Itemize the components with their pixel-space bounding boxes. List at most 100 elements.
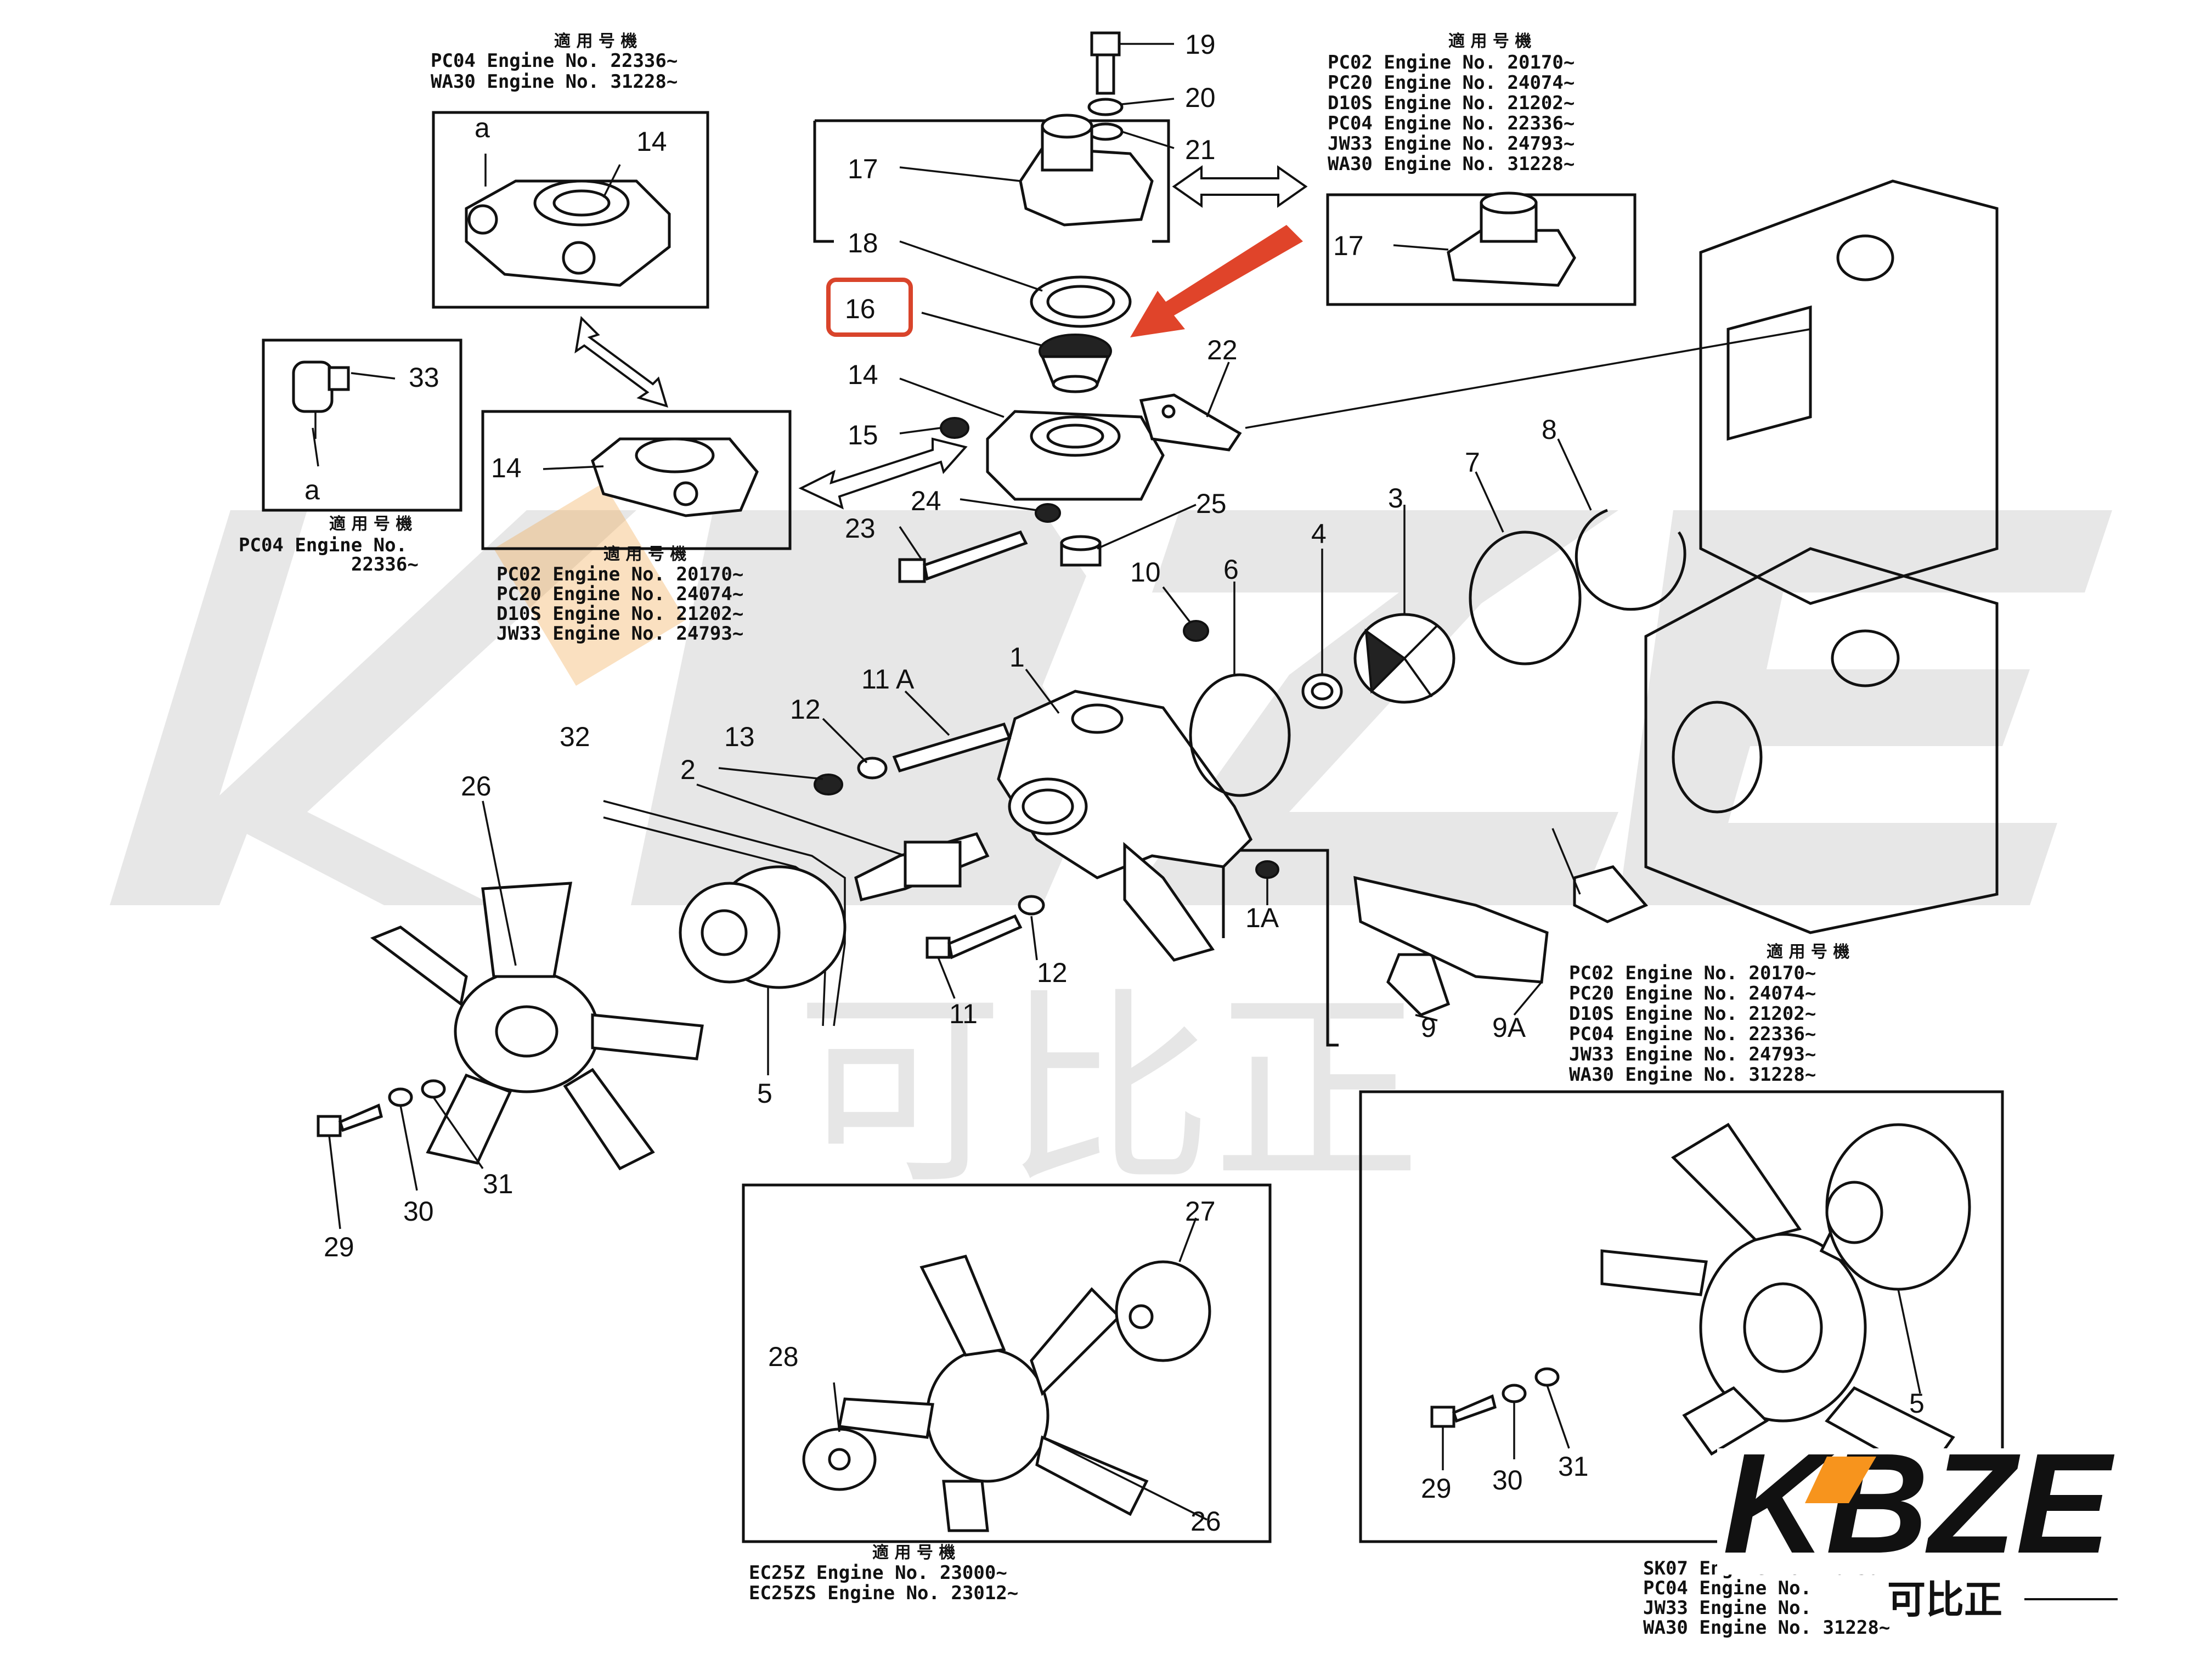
applicability-leftsmall: 適 用 号 機 PC04 Engine No. 22336~ [239,515,419,575]
part-21-washer [1087,122,1124,141]
callout-14: 14 [848,359,878,390]
callout-25: 25 [1196,488,1227,519]
callout-16: 16 [845,294,876,324]
svg-text:PC04 Engine No.: PC04 Engine No. [239,534,407,556]
callout-1a: 1A [1245,902,1279,933]
part-12-washer-b [1018,895,1045,916]
part-17-inset-topright [1393,191,1576,287]
callout-32: 32 [560,721,590,752]
callout-29b: 29 [1421,1473,1452,1504]
applicability-bottomcenter: 適 用 号 機 EC25Z Engine No. 23000~ EC25ZS E… [749,1543,1018,1604]
callout-8: 8 [1542,414,1557,445]
svg-text:PC04 Engine No. 22336~: PC04 Engine No. 22336~ [1569,1023,1816,1045]
callout-2: 2 [680,754,696,785]
callout-4: 4 [1311,518,1327,549]
bracket-17 [815,119,1170,243]
svg-text:適 用 号 機: 適 用 号 機 [329,515,412,534]
part-18-gasket [1030,275,1132,328]
part-9-gasket [1386,953,1451,1017]
kbze-logo-chinese: 可比正 [1887,1577,2002,1622]
applicability-rightmid: 適 用 号 機 PC02 Engine No. 20170~ PC20 Engi… [1569,943,1849,1086]
callout-26: 26 [461,771,492,802]
svg-text:PC02 Engine No. 20170~: PC02 Engine No. 20170~ [1569,962,1816,984]
highlight-frame [826,278,913,337]
inset-box-middle [481,410,792,550]
part-11a-stud [892,722,1012,773]
part-1a-plug [1255,860,1279,879]
svg-text:適 用 号 機: 適 用 号 機 [603,545,686,564]
leader-lines [328,43,1921,1521]
callout-9: 9 [1421,1012,1436,1043]
svg-text:EC25Z Engine No. 23000~: EC25Z Engine No. 23000~ [749,1562,1007,1584]
part-6-o-ring [1189,673,1291,797]
svg-text:WA30 Engine No. 31228~: WA30 Engine No. 31228~ [431,71,678,93]
callout-11a: 11 A [861,664,915,695]
svg-text:D10S Engine No. 21202~: D10S Engine No. 21202~ [1328,92,1575,114]
part-4-seal [1301,673,1343,709]
inset-box-sensor [262,338,462,512]
highlight-16 [826,225,1303,337]
callout-9a: 9A [1492,1012,1526,1043]
callout-11: 11 [949,998,978,1029]
callout-33: 33 [409,362,439,393]
callout-29: 29 [324,1232,354,1262]
part-20-washer [1087,98,1124,116]
kbze-logo: KBZE 可比正 [1717,1424,2200,1622]
background-watermark: 可比正 [110,483,2112,1212]
watermark-chinese: 可比正 [795,969,1421,1212]
svg-text:JW33 Engine No. 24793~: JW33 Engine No. 24793~ [1569,1043,1816,1065]
bottom-center-fan [802,1255,1211,1532]
svg-text:PC04 Engine No.: PC04 Engine No. [1643,1577,1812,1599]
part-10-plug [1183,620,1209,642]
inset-box-topleft [432,111,709,309]
part-2-bearing-shaft [854,832,990,902]
part-30-washer [388,1087,413,1107]
callout-30: 30 [403,1196,434,1227]
callout-1: 1 [1009,642,1025,673]
applicability-topright: 適 用 号 機 PC02 Engine No. 20170~ PC20 Engi… [1328,32,1575,175]
svg-text:JW33 Engine No. 24793~: JW33 Engine No. 24793~ [496,623,743,645]
svg-text:PC20 Engine No. 24074~: PC20 Engine No. 24074~ [1569,983,1816,1005]
callout-a-sensor: a [304,475,320,505]
part-14-inset-middle [543,437,759,517]
part-14-inset-topleft [465,154,671,287]
svg-text:PC04 Engine No. 22336~: PC04 Engine No. 22336~ [1328,112,1575,134]
svg-text:PC20 Engine No. 24074~: PC20 Engine No. 24074~ [1328,72,1575,94]
bracket-9 [1223,849,1339,1047]
engine-block [1644,179,1999,934]
part-19-bolt [1090,31,1121,95]
kbze-logo-text: KBZE [1723,1424,2116,1583]
svg-text:PC02 Engine No. 20170~: PC02 Engine No. 20170~ [496,563,743,585]
callout-26b: 26 [1190,1506,1221,1537]
callout-14-middle: 14 [491,453,522,483]
callout-28: 28 [768,1341,799,1372]
callout-18: 18 [848,228,878,258]
svg-text:PC04 Engine No. 22336~: PC04 Engine No. 22336~ [431,50,678,72]
callout-6: 6 [1223,554,1239,585]
svg-text:適 用 号 機: 適 用 号 機 [1767,943,1849,962]
svg-text:22336~: 22336~ [351,554,419,575]
callout-22: 22 [1207,335,1238,365]
svg-text:D10S Engine No. 21202~: D10S Engine No. 21202~ [1569,1003,1816,1025]
callout-5: 5 [757,1078,772,1109]
svg-text:WA30 Engine No. 31228~: WA30 Engine No. 31228~ [1569,1064,1816,1086]
part-13-nut [814,774,843,795]
svg-text:PC02 Engine No. 20170~: PC02 Engine No. 20170~ [1328,52,1575,74]
part-14-housing [986,410,1165,501]
part-29-bolt [317,1103,383,1137]
svg-text:適 用 号 機: 適 用 号 機 [872,1543,955,1562]
callout-a-top: a [475,112,490,143]
svg-text:JW33 Engine No. 24793~: JW33 Engine No. 24793~ [1328,133,1575,155]
part-15-nut [940,417,969,439]
svg-text:適 用 号 機: 適 用 号 機 [1448,32,1531,51]
callout-23: 23 [845,513,876,544]
callout-30b: 30 [1492,1465,1523,1496]
svg-text:WA30 Engine No. 31228~: WA30 Engine No. 31228~ [1328,153,1575,175]
callout-20: 20 [1185,82,1216,113]
part-25-collar [1060,535,1102,567]
part-9-gasket-right [1573,865,1649,923]
callout-17: 17 [848,154,878,184]
callout-14-topleft: 14 [636,126,667,157]
part-22-gasket [1139,393,1242,452]
